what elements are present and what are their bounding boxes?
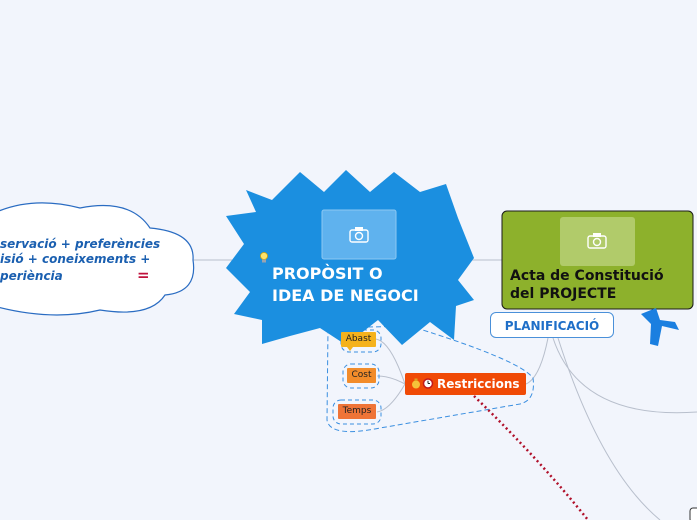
cloud-text-line2: isió + coneixements + [0,252,151,266]
boundary-temps [332,399,382,425]
connector-restriccions [525,337,549,385]
offscreen-node[interactable] [689,507,697,520]
boundary-restriccions [326,325,534,433]
connector-abast [374,338,406,385]
abast-tag-bg [341,332,376,347]
central-image-placeholder [321,209,397,260]
temps-tag-bg [338,404,376,419]
cost-node[interactable]: Cost [351,370,372,380]
lightbulb-icon [260,252,268,263]
connector-temps [376,383,406,413]
camera-icon [349,227,369,243]
acta-line2: del PROJECTE [510,286,617,302]
central-topic-line1: PROPÒSIT O [272,264,383,283]
cost-tag-bg [347,368,376,383]
money-bag-icon [412,378,420,389]
restriccions-label: Restriccions [437,377,520,391]
central-topic-label[interactable]: PROPÒSIT O IDEA DE NEGOCI [272,263,419,307]
equals-sign: = [137,266,150,284]
abast-tag-pointer [347,347,353,351]
restriccions-node[interactable]: Restriccions [405,373,526,395]
acta-line1: Acta de Constitució [510,268,664,284]
restriccions-icons [412,378,434,389]
relationship-line [473,395,589,520]
connector-right-1 [552,337,697,414]
connector-right-2 [557,337,661,520]
central-topic-line2: IDEA DE NEGOCI [272,286,419,305]
abast-node[interactable]: Abast [345,334,372,344]
cloud-text-line3: periència [0,269,63,283]
arrow-icon [641,308,679,346]
acta-image-placeholder [560,217,635,266]
alarm-clock-icon [422,378,434,389]
cloud-text-line1: servació + preferències [0,237,161,251]
temps-node[interactable]: Temps [342,406,372,416]
boundary-cost [342,363,380,389]
acta-label[interactable]: Acta de Constitució del PROJECTE [510,267,664,303]
connector-cost [376,375,406,385]
planificacio-node[interactable]: PLANIFICACIÓ [490,312,614,338]
camera-icon [587,233,607,249]
cloud-shape[interactable] [0,202,195,316]
